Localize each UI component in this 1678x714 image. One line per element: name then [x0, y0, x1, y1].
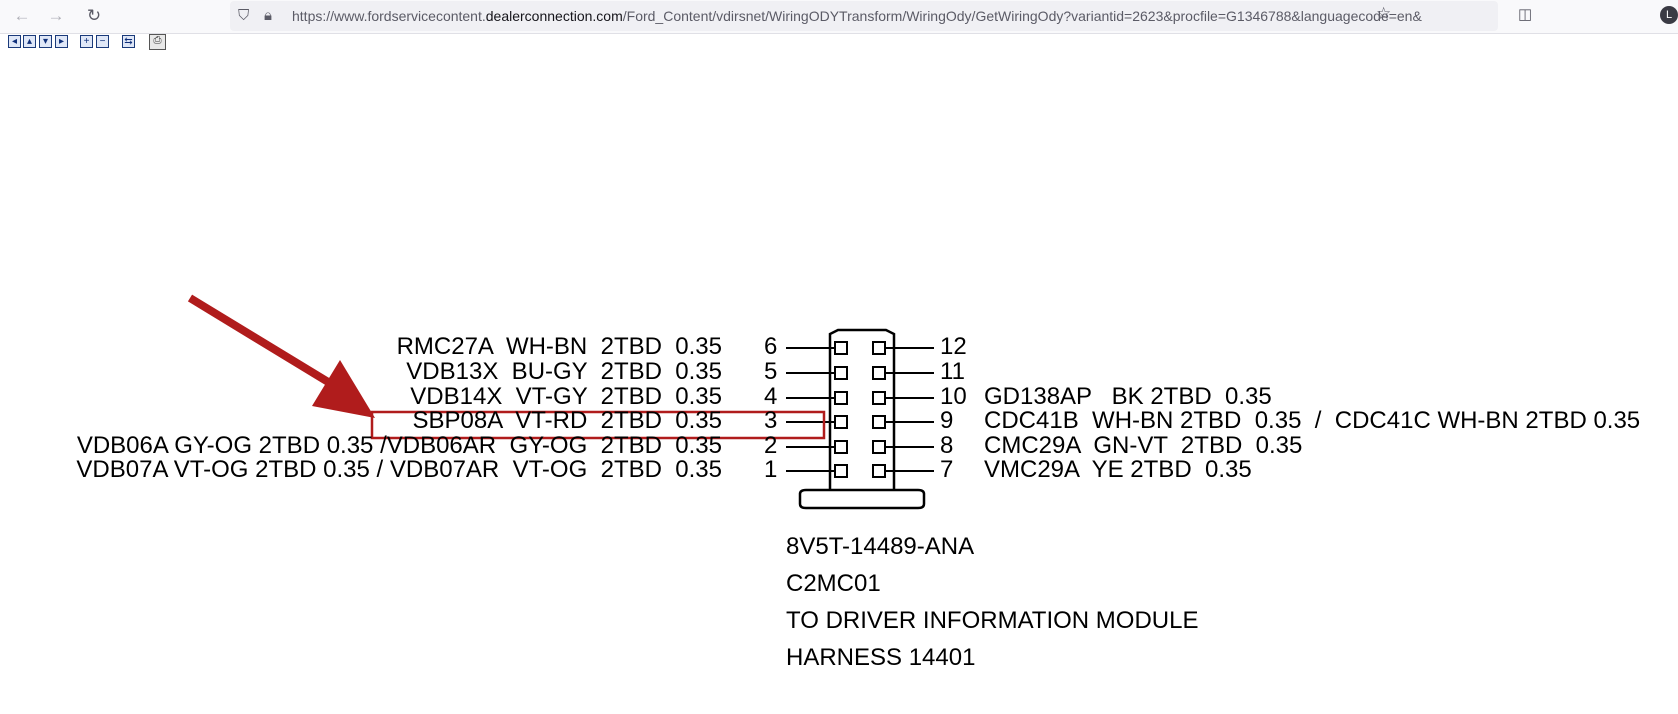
pin-label-right: GD138AP BK 2TBD 0.35	[984, 383, 1272, 410]
pin-label-right: CDC41B WH-BN 2TBD 0.35 / CDC41C WH-BN 2T…	[984, 407, 1641, 434]
pin-number-right: 11	[940, 358, 965, 385]
pin-cavity	[834, 391, 848, 405]
pin-cavity	[834, 415, 848, 429]
connector-description: TO DRIVER INFORMATION MODULE	[786, 607, 1199, 634]
pin-label-left: VDB06A GY-OG 2TBD 0.35 /VDB06AR GY-OG 2T…	[76, 432, 722, 459]
pin-cavity	[872, 440, 886, 454]
pin-number-right: 8	[940, 432, 954, 459]
print-icon[interactable]: ⎙	[149, 34, 166, 50]
connector-body	[798, 328, 926, 510]
pin-cavity	[834, 464, 848, 478]
harness-label: HARNESS 14401	[786, 644, 976, 671]
browser-toolbar: ← → ↻ ⛉ 🔒︎ https://www.fordserviceconten…	[0, 0, 1678, 34]
shield-icon[interactable]: ⛉	[238, 7, 250, 24]
pin-cavity	[872, 391, 886, 405]
pin-cavity	[872, 366, 886, 380]
zoom-out-icon[interactable]: −	[96, 35, 109, 48]
pin-label-left: RMC27A WH-BN 2TBD 0.35	[396, 333, 722, 360]
url-bar[interactable]: ⛉ 🔒︎ https://www.fordservicecontent.deal…	[230, 1, 1498, 31]
fit-icon[interactable]: ⇆	[122, 35, 135, 48]
highlight-box	[370, 410, 826, 440]
pin-number-right: 12	[940, 333, 967, 360]
pin-number-left: 6	[764, 333, 778, 360]
connector-id: C2MC01	[786, 570, 881, 597]
part-number: 8V5T-14489-ANA	[786, 533, 975, 560]
pointer-arrow	[187, 294, 375, 418]
arrow-left-icon[interactable]: ←	[13, 6, 31, 25]
account-icon[interactable]: L	[1660, 6, 1678, 24]
url-path: /Ford_Content/vdirsnet/WiringODYTransfor…	[622, 8, 1422, 24]
pin-number-right: 9	[940, 407, 954, 434]
pin-number-left: 4	[764, 383, 778, 410]
first-page-icon[interactable]: ◂	[8, 35, 21, 48]
prev-page-icon[interactable]: ▴	[23, 35, 36, 48]
arrow-right-icon[interactable]: →	[47, 6, 65, 25]
lock-icon[interactable]: 🔒︎	[264, 7, 272, 24]
pin-number-left: 3	[764, 407, 778, 434]
reload-icon[interactable]: ↻	[86, 6, 102, 25]
pin-label-right: CMC29A GN-VT 2TBD 0.35	[984, 432, 1303, 459]
zoom-in-icon[interactable]: +	[80, 35, 93, 48]
pocket-icon[interactable]: ◫	[1518, 6, 1533, 23]
pin-cavity	[834, 440, 848, 454]
last-page-icon[interactable]: ▸	[55, 35, 68, 48]
pin-cavity	[872, 341, 886, 355]
pin-cavity	[872, 415, 886, 429]
pin-number-left: 5	[764, 358, 778, 385]
next-page-icon[interactable]: ▾	[39, 35, 52, 48]
pin-cavity	[834, 366, 848, 380]
pin-label-left: VDB13X BU-GY 2TBD 0.35	[406, 358, 722, 385]
pin-number-right: 7	[940, 456, 954, 483]
url-prefix: https://www.fordservicecontent.	[292, 8, 486, 24]
pin-cavity	[872, 464, 886, 478]
connector-pins	[786, 341, 934, 478]
url-text[interactable]: https://www.fordservicecontent.dealercon…	[292, 8, 1422, 24]
pin-label-right: VMC29A YE 2TBD 0.35	[984, 456, 1252, 483]
pin-number-left: 1	[764, 456, 778, 483]
url-domain: dealerconnection.com	[485, 8, 623, 24]
pin-label-left: VDB14X VT-GY 2TBD 0.35	[410, 383, 722, 410]
pin-label-left: SBP08A VT-RD 2TBD 0.35	[412, 407, 722, 434]
star-icon[interactable]: ☆	[1376, 4, 1392, 23]
pin-number-right: 10	[940, 383, 967, 410]
pin-cavity	[834, 341, 848, 355]
pin-label-left: VDB07A VT-OG 2TBD 0.35 / VDB07AR VT-OG 2…	[76, 456, 722, 483]
pin-number-left: 2	[764, 432, 778, 459]
